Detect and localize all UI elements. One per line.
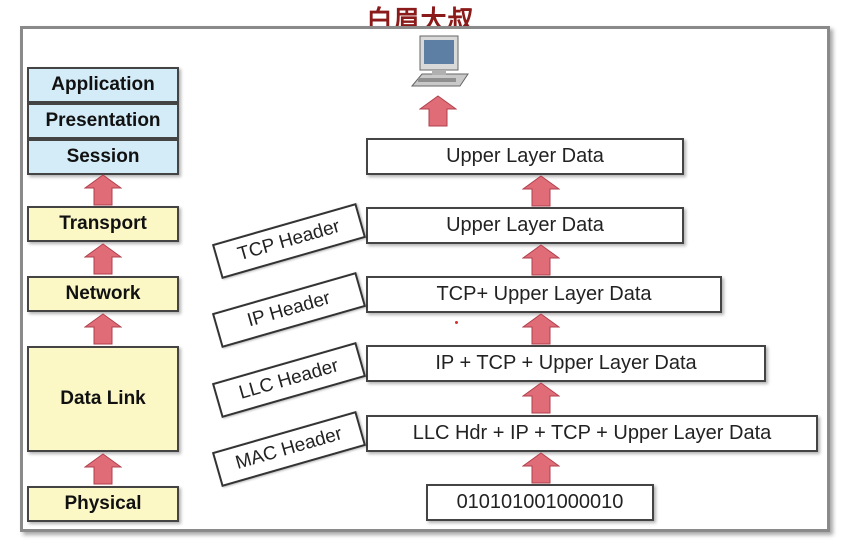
up-arrow-icon — [522, 244, 560, 276]
up-arrow-icon — [522, 313, 560, 345]
layer-presentation: Presentation — [27, 103, 179, 139]
data-bits: 010101001000010 — [426, 484, 654, 521]
up-arrow-icon — [522, 382, 560, 414]
up-arrow-icon — [84, 453, 122, 485]
up-arrow-icon — [84, 174, 122, 206]
data-session: Upper Layer Data — [366, 138, 684, 175]
data-llc: IP + TCP + Upper Layer Data — [366, 345, 766, 382]
up-arrow-icon — [522, 452, 560, 484]
up-arrow-icon — [419, 95, 457, 127]
layer-data-link: Data Link — [27, 346, 179, 452]
stray-dot — [455, 321, 458, 324]
layer-session: Session — [27, 139, 179, 175]
data-transport: Upper Layer Data — [366, 207, 684, 244]
computer-icon — [410, 35, 469, 87]
up-arrow-icon — [84, 243, 122, 275]
layer-physical: Physical — [27, 486, 179, 522]
data-network: TCP+ Upper Layer Data — [366, 276, 722, 313]
data-mac: LLC Hdr + IP + TCP + Upper Layer Data — [366, 415, 818, 452]
layer-network: Network — [27, 276, 179, 312]
up-arrow-icon — [522, 175, 560, 207]
layer-transport: Transport — [27, 206, 179, 242]
layer-application: Application — [27, 67, 179, 103]
up-arrow-icon — [84, 313, 122, 345]
